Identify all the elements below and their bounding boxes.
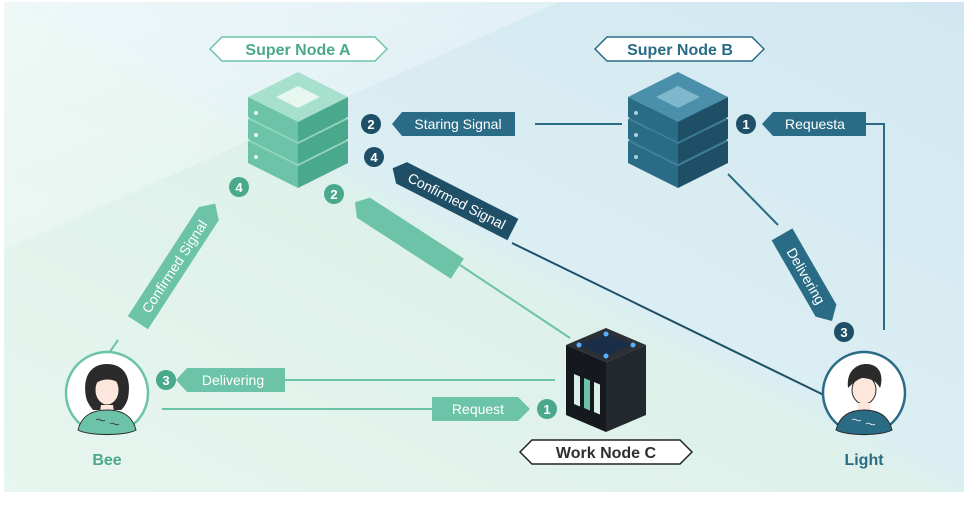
super-node-a-title: Super Node A <box>245 42 351 59</box>
bee-confirmed-arrow <box>127 203 219 330</box>
super-node-b-tag-frame <box>593 36 766 62</box>
c-request-step: 1 <box>543 402 550 417</box>
super-node-a-tag-frame <box>208 36 389 62</box>
bee-confirmed-step-badge <box>229 177 249 197</box>
bee-confirmed-step: 4 <box>235 180 243 195</box>
work-node-c-tag-frame <box>518 439 694 465</box>
c-delivering-label: Delivering <box>202 372 264 388</box>
b-staring-step-badge <box>361 114 381 134</box>
light-to-b-line <box>866 123 885 330</box>
super-node-a-title-tag: Super Node A <box>208 36 389 62</box>
super-node-b-title: Super Node B <box>627 42 733 59</box>
c-staring-signal <box>355 197 464 279</box>
c-to-a-line <box>459 264 571 339</box>
c-request-step-badge <box>537 399 557 419</box>
b-request-signal: Requesta 1 <box>736 112 866 136</box>
b-confirmed-step: 4 <box>370 150 378 165</box>
b-confirmed-step-badge <box>364 147 384 167</box>
b-delivering-arrow <box>771 228 837 322</box>
bee-avatar <box>64 350 150 436</box>
c-request-label: Request <box>452 401 504 417</box>
super-node-b-title-tag: Super Node B <box>593 36 766 62</box>
b-delivering-step: 3 <box>840 325 847 340</box>
work-node-c-title-tag: Work Node C <box>518 439 694 465</box>
light-name: Light <box>844 452 884 469</box>
light-to-a-line <box>511 242 831 399</box>
b-request-label: Requesta <box>785 116 845 132</box>
c-request-signal: Request 1 <box>432 397 557 421</box>
b-request-step: 1 <box>742 117 749 132</box>
b-request-step-badge <box>736 114 756 134</box>
b-staring-arrow <box>392 112 515 136</box>
c-delivering-arrow <box>176 368 285 392</box>
b-staring-signal: Staring Signal 2 <box>361 112 515 136</box>
b-delivering-step-badge <box>834 322 854 342</box>
bee-name: Bee <box>92 452 121 469</box>
b-staring-label: Staring Signal <box>414 116 501 132</box>
c-delivering-step: 3 <box>162 373 169 388</box>
c-request-arrow <box>432 397 530 421</box>
c-staring-step-badge <box>324 184 344 204</box>
b-request-arrow <box>762 112 866 136</box>
c-staring-step: 2 <box>330 187 337 202</box>
super-node-a-server-icon <box>248 72 348 188</box>
c-delivering-step-badge <box>156 370 176 390</box>
b-staring-step: 2 <box>367 117 374 132</box>
work-node-c-server-icon <box>566 328 646 432</box>
light-avatar <box>821 350 907 436</box>
work-node-c-title: Work Node C <box>556 445 657 462</box>
b-confirmed-arrow <box>392 162 519 241</box>
c-staring-arrow <box>355 197 464 279</box>
super-node-b-server-icon <box>628 72 728 188</box>
b-to-light-line <box>727 173 779 226</box>
c-delivering-signal: Delivering 3 <box>156 368 285 392</box>
